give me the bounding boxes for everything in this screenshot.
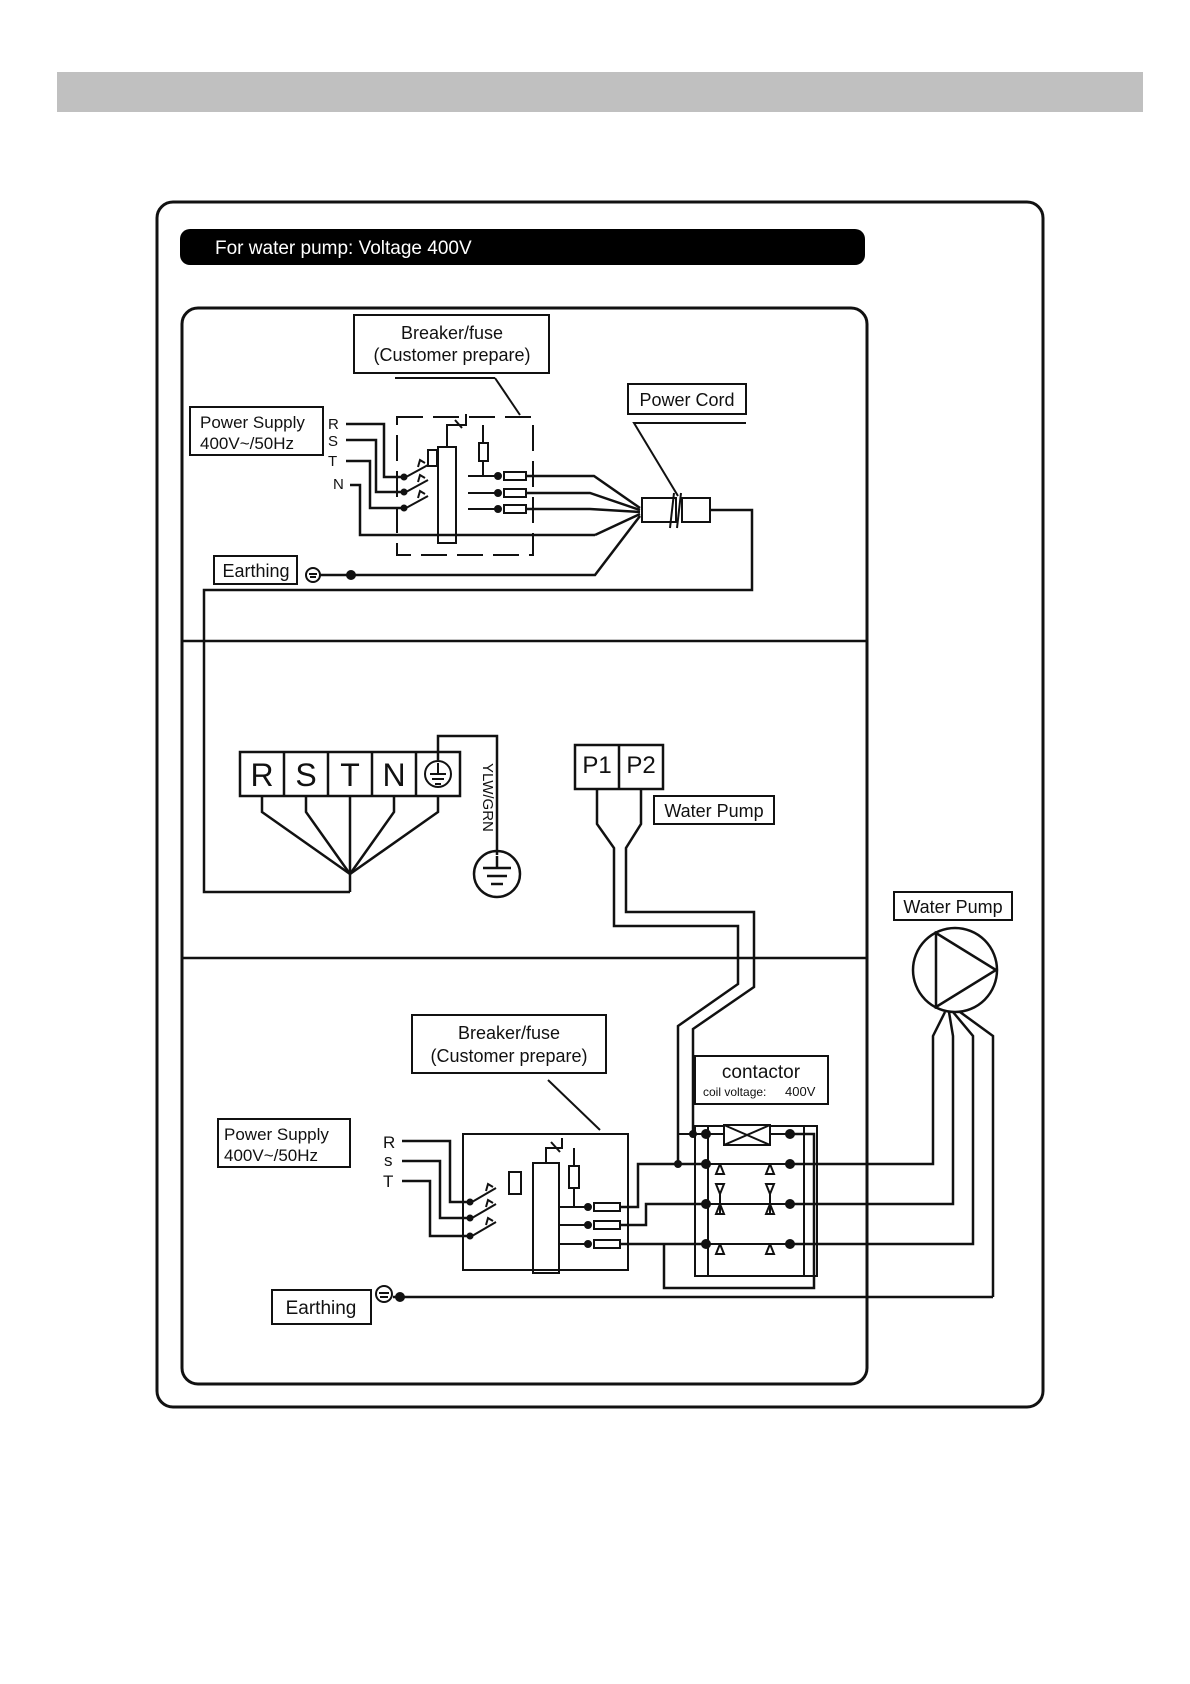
power-cord-text: Power Cord bbox=[639, 390, 734, 410]
external-water-pump-text: Water Pump bbox=[903, 897, 1002, 917]
terminal-p1: P1 bbox=[582, 752, 611, 779]
top-switch-contacts bbox=[402, 414, 489, 543]
top-phase-r: R bbox=[328, 416, 339, 433]
contactor-nodes bbox=[674, 1129, 795, 1249]
top-phase-t: T bbox=[328, 453, 337, 470]
pump-terminal-block: P1 P2 bbox=[575, 745, 663, 789]
contactor-contacts bbox=[706, 1164, 790, 1254]
power-cord-label: Power Cord bbox=[628, 384, 746, 414]
pump-control-wires bbox=[597, 789, 754, 1164]
contactor-text: contactor bbox=[722, 1062, 801, 1083]
terminal-p2: P2 bbox=[626, 752, 655, 779]
bottom-switch-contacts bbox=[468, 1138, 580, 1273]
bottom-power-supply-label: Power Supply 400V~/50Hz bbox=[218, 1119, 350, 1167]
coil-voltage-value: 400V bbox=[785, 1084, 816, 1099]
bottom-phase-labels: R s T bbox=[383, 1133, 395, 1191]
ground-wire-label: YLW/GRN bbox=[479, 763, 496, 832]
terminal-n: N bbox=[382, 757, 405, 793]
bottom-breaker-line2: (Customer prepare) bbox=[430, 1046, 587, 1066]
terminal-block: R S T N bbox=[240, 752, 460, 796]
coil-voltage-label: coil voltage: bbox=[703, 1085, 766, 1099]
bottom-phase-s: s bbox=[384, 1151, 393, 1170]
top-power-supply-label: Power Supply 400V~/50Hz bbox=[190, 407, 323, 455]
inner-panel bbox=[182, 308, 867, 1384]
water-pump-icon bbox=[913, 928, 997, 1012]
bottom-input-wires bbox=[402, 1141, 467, 1236]
top-breaker-line2: (Customer prepare) bbox=[373, 345, 530, 365]
bottom-fuses bbox=[559, 1203, 620, 1248]
top-earth-icon bbox=[306, 568, 355, 582]
bottom-earthing-text: Earthing bbox=[286, 1298, 357, 1319]
top-power-line2: 400V~/50Hz bbox=[200, 434, 294, 453]
bottom-phase-t: T bbox=[383, 1172, 393, 1191]
terminal-r: R bbox=[250, 757, 273, 793]
bottom-power-line2: 400V~/50Hz bbox=[224, 1146, 318, 1165]
mid-water-pump-text: Water Pump bbox=[664, 801, 763, 821]
bottom-phase-r: R bbox=[383, 1133, 395, 1152]
top-earthing-text: Earthing bbox=[222, 561, 289, 581]
contactor-label: contactor coil voltage: 400V bbox=[695, 1056, 828, 1104]
mid-water-pump-label: Water Pump bbox=[654, 796, 774, 824]
top-phase-labels: R S T N bbox=[328, 416, 344, 493]
terminal-s: S bbox=[295, 757, 316, 793]
top-input-wires bbox=[346, 424, 595, 535]
ground-symbol-icon bbox=[474, 851, 520, 897]
power-cord-plug bbox=[642, 493, 710, 528]
top-power-line1: Power Supply bbox=[200, 413, 305, 432]
top-breaker-label: Breaker/fuse (Customer prepare) bbox=[354, 315, 549, 373]
bottom-breaker-line1: Breaker/fuse bbox=[458, 1023, 560, 1043]
terminal-t: T bbox=[340, 757, 360, 793]
top-phase-n: N bbox=[333, 476, 344, 493]
top-phase-s: S bbox=[328, 433, 338, 450]
top-fuses bbox=[468, 472, 526, 513]
bottom-power-line1: Power Supply bbox=[224, 1125, 329, 1144]
bottom-breaker-label: Breaker/fuse (Customer prepare) bbox=[412, 1015, 606, 1073]
top-earthing-label: Earthing bbox=[214, 556, 297, 584]
external-water-pump-label: Water Pump bbox=[894, 892, 1012, 920]
pump-supply-wires bbox=[790, 1012, 993, 1297]
contactor-box bbox=[695, 1126, 817, 1276]
top-breaker-line1: Breaker/fuse bbox=[401, 323, 503, 343]
banner-text: For water pump: Voltage 400V bbox=[215, 238, 472, 259]
bottom-earthing-label: Earthing bbox=[272, 1290, 371, 1324]
